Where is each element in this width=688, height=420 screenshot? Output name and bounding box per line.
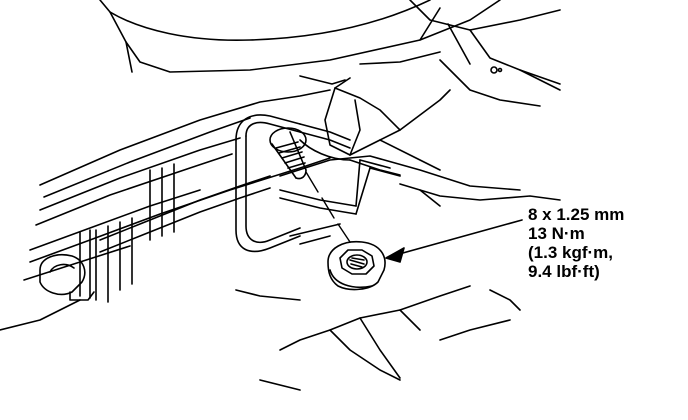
leader-arrow [386, 220, 522, 262]
torque-lbfft-label: 9.4 lbf·ft) [528, 262, 600, 281]
left-bushing [40, 255, 94, 300]
mounting-stud [270, 128, 306, 179]
tube-lines [80, 115, 400, 302]
torque-nm-label: 13 N·m [528, 224, 585, 243]
alignment-guide-line [306, 172, 350, 242]
lower-panel [0, 286, 520, 390]
torque-kgfm-label: (1.3 kgf·m, [528, 243, 614, 262]
fastener-size-label: 8 x 1.25 mm [528, 205, 625, 224]
lower-frame [24, 90, 560, 280]
upper-housing [100, 0, 560, 106]
torque-spec-callout: 8 x 1.25 mm 13 N·m (1.3 kgf·m, 9.4 lbf·f… [528, 205, 624, 281]
flange-nut [328, 242, 385, 290]
